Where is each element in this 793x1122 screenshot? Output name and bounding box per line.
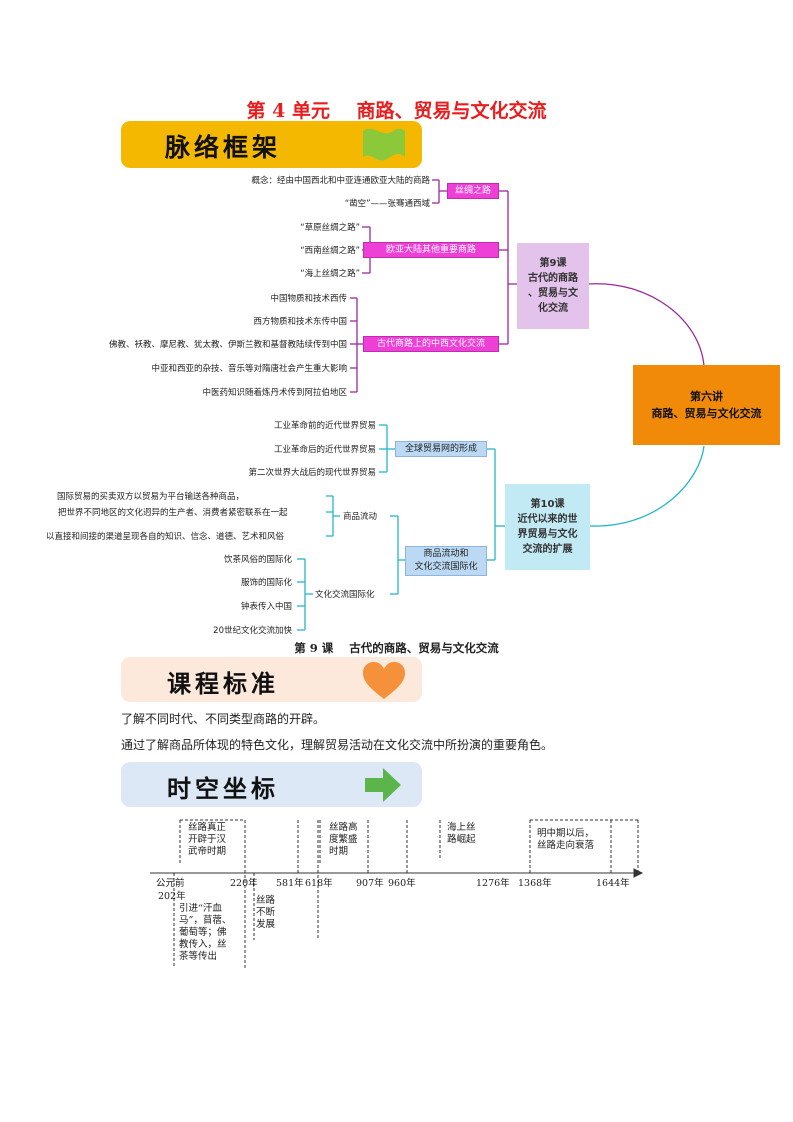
note-prosperity-1: 丝路高 xyxy=(329,822,358,833)
standards-banner-label: 课程标准 xyxy=(167,670,279,698)
sub-commodity-flow: 商品流动 xyxy=(343,512,378,522)
note-exchange-3: 葡萄等；佛 xyxy=(179,927,227,938)
branch-global-trade: 全球贸易网的形成 xyxy=(395,441,487,457)
tick-202: 202年 xyxy=(158,891,186,902)
lesson9-title-2: 古代的商路 xyxy=(528,273,578,284)
unit-title: 第 4 单元 商路、贸易与文化交流 xyxy=(246,100,547,122)
note-han-wudi-3: 武帝时期 xyxy=(188,846,227,857)
note-exchange-4: 教传入，丝 xyxy=(179,939,227,950)
note-han-wudi-2: 开辟于汉 xyxy=(188,834,227,845)
note-maritime-1: 海上丝 xyxy=(447,822,476,833)
center-node-line1: 第六讲 xyxy=(690,390,723,403)
branch-silk-road: 丝绸之路 xyxy=(447,183,499,199)
lesson10-node: 第10课 近代以来的世 界贸易与文化 交流的扩展 xyxy=(505,484,590,570)
note-prosperity-2: 度繁盛 xyxy=(329,834,358,845)
note-development: 丝路 不断 发展 xyxy=(256,895,275,931)
item-cf-3: 以直接和间接的渠道呈现各自的知识、信念、道德、艺术和风俗 xyxy=(46,532,285,542)
flag-icon xyxy=(363,128,405,161)
branch-cultural-exchange: 古代商路上的中西文化交流 xyxy=(363,336,499,352)
branch-commodity-culture-1: 商品流动和 xyxy=(423,549,469,559)
lesson9-title-4: 化交流 xyxy=(538,303,568,314)
item-ci-2: 服饰的国际化 xyxy=(240,578,292,588)
framework-banner-label: 脉络框架 xyxy=(165,133,282,162)
note-development-1: 丝路 xyxy=(256,895,276,906)
item-maritime-road: “海上丝绸之路” xyxy=(300,269,360,279)
item-ci-4: 20世纪文化交流加快 xyxy=(213,626,292,636)
branch-commodity-culture: 商品流动和 文化交流国际化 xyxy=(405,546,487,576)
standards-banner: 课程标准 xyxy=(121,657,422,702)
lesson10-title-3: 界贸易与文化 xyxy=(517,529,578,540)
note-han-wudi: 丝路真正 开辟于汉 武帝时期 xyxy=(188,822,226,858)
sub-culture-intl: 文化交流国际化 xyxy=(315,590,375,600)
mindmap-lines xyxy=(297,179,705,631)
item-ce-4: 中亚和西亚的杂技、音乐等对隋唐社会产生重大影响 xyxy=(151,364,347,374)
standard-1: 了解不同时代、不同类型商路的开辟。 xyxy=(121,712,326,726)
tick-1644: 1644年 xyxy=(596,878,630,889)
branch-commodity-culture-2: 文化交流国际化 xyxy=(414,562,478,572)
item-southwest-road: “西南丝绸之路” xyxy=(300,246,360,256)
item-ce-3: 佛教、袄教、摩尼教、犹太教、伊斯兰教和基督教陆续传到中国 xyxy=(108,340,347,350)
item-ci-3: 钟表传入中国 xyxy=(240,602,292,612)
item-ce-2: 西方物质和技术东传中国 xyxy=(253,317,347,327)
lesson9-node: 第9课 古代的商路 、贸易与文 化交流 xyxy=(517,243,589,329)
lesson9-title-1: 第9课 xyxy=(539,258,567,269)
item-gt-2: 工业革命后的近代世界贸易 xyxy=(273,445,376,455)
item-gt-1: 工业革命前的近代世界贸易 xyxy=(273,421,376,431)
note-exchange-5: 茶等传出 xyxy=(179,951,218,962)
tick-1368: 1368年 xyxy=(518,878,552,889)
item-ce-1: 中国物质和技术西传 xyxy=(270,294,347,304)
spacetime-banner-label: 时空坐标 xyxy=(167,775,279,803)
timeline-lines xyxy=(150,819,644,968)
arrow-right-icon xyxy=(365,768,401,802)
lesson-title: 第 9 课 古代的商路、贸易与文化交流 xyxy=(294,641,499,655)
item-cf-1: 国际贸易的买卖双方以贸易为平台输送各种商品， xyxy=(57,492,245,502)
lesson9-title-3: 、贸易与文 xyxy=(528,288,578,299)
tick-bc: 公元前 xyxy=(156,878,185,889)
note-exchange-1: 引进“汗血 xyxy=(179,903,222,914)
tick-618: 618年 xyxy=(305,878,333,889)
center-node: 第六讲 商路、贸易与文化交流 xyxy=(633,365,780,445)
item-gt-3: 第二次世界大战后的现代世界贸易 xyxy=(248,468,376,478)
branch-other-routes: 欧亚大陆其他重要商路 xyxy=(363,242,499,258)
tick-220: 220年 xyxy=(230,878,258,889)
item-ce-5: 中医药知识随着炼丹术传到阿拉伯地区 xyxy=(202,388,347,398)
note-prosperity-3: 时期 xyxy=(329,846,349,857)
note-maritime: 海上丝 路崛起 xyxy=(447,822,476,846)
item-zhangqian: “凿空”——张骞通西域 xyxy=(344,199,430,209)
item-ci-1: 饮茶风俗的国际化 xyxy=(223,555,292,565)
note-exchange: 引进“汗血 马”，苜蓿、 葡萄等；佛 教传入，丝 茶等传出 xyxy=(179,903,231,963)
tick-907: 907年 xyxy=(356,878,384,889)
lesson10-title-1: 第10课 xyxy=(530,499,565,510)
spacetime-banner: 时空坐标 xyxy=(121,762,422,807)
tick-960: 960年 xyxy=(388,878,416,889)
lesson10-title-4: 交流的扩展 xyxy=(522,544,573,555)
note-development-2: 不断 xyxy=(256,907,276,918)
framework-banner: 脉络框架 xyxy=(121,121,422,168)
tick-1276: 1276年 xyxy=(476,878,510,889)
center-node-line2: 商路、贸易与文化交流 xyxy=(651,407,762,420)
item-cf-2: 把世界不同地区的文化迥异的生产者、消费者紧密联系在一起 xyxy=(58,508,288,518)
note-decline-2: 丝路走向衰落 xyxy=(537,840,595,851)
lesson10-title-2: 近代以来的世 xyxy=(517,514,578,525)
note-decline-1: 明中期以后， xyxy=(537,828,595,839)
note-exchange-2: 马”，苜蓿、 xyxy=(179,915,232,926)
heart-icon xyxy=(363,662,405,699)
note-prosperity: 丝路高 度繁盛 时期 xyxy=(329,822,358,858)
item-steppe-road: “草原丝绸之路” xyxy=(300,223,360,233)
item-silk-concept: 概念：经由中国西北和中亚连通欧亚大陆的商路 xyxy=(251,176,430,186)
tick-581: 581年 xyxy=(276,878,304,889)
note-han-wudi-1: 丝路真正 xyxy=(188,822,227,833)
note-development-3: 发展 xyxy=(256,919,276,930)
note-decline: 明中期以后， 丝路走向衰落 xyxy=(537,828,594,852)
standard-2: 通过了解商品所体现的特色文化，理解贸易活动在文化交流中所扮演的重要角色。 xyxy=(121,738,554,752)
note-maritime-2: 路崛起 xyxy=(447,834,476,845)
